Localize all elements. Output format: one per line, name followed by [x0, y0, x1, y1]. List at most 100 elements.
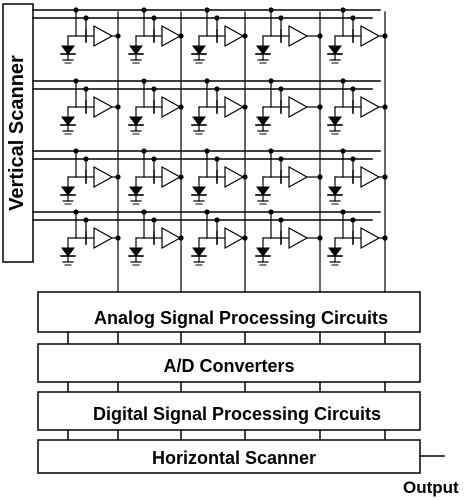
transistor-icon [143, 219, 163, 245]
amplifier-icon [161, 95, 184, 119]
column-junction-dot [242, 104, 248, 110]
photodiode-icon [60, 176, 76, 205]
pixel-cell [255, 209, 323, 266]
transistor-icon [143, 158, 163, 184]
photodiode-icon [255, 176, 271, 205]
amplifier-icon [93, 226, 121, 250]
column-junction-dot [115, 174, 121, 180]
diode-triangle [129, 116, 143, 126]
amplifier-triangle [161, 24, 182, 48]
transistor-icon [143, 17, 163, 43]
pixel-cell [128, 148, 184, 205]
amplifier-icon [161, 226, 184, 250]
transistor-icon [342, 88, 362, 114]
amplifier-icon [288, 24, 323, 48]
transistor-icon [342, 17, 362, 43]
diode-triangle [256, 45, 270, 55]
amplifier-icon [161, 24, 184, 48]
pixel-cell [191, 7, 248, 64]
transistor-icon [270, 219, 290, 245]
photodiode-icon [191, 237, 207, 266]
output-label: Output [403, 478, 459, 497]
column-junction-dot [115, 33, 121, 39]
pixel-cell [191, 148, 248, 205]
amplifier-icon [224, 226, 248, 250]
column-junction-dot [317, 104, 323, 110]
amplifier-triangle [161, 165, 182, 189]
amplifier-triangle [288, 226, 309, 250]
amplifier-icon [93, 95, 121, 119]
pixel-cell [60, 7, 121, 64]
diode-triangle [328, 45, 342, 55]
amplifier-icon [93, 165, 121, 189]
transistor-icon [206, 158, 226, 184]
amplifier-triangle [288, 165, 309, 189]
column-junction-dot [317, 174, 323, 180]
diode-triangle [256, 186, 270, 196]
analog-signal-processing-label: Analog Signal Processing Circuits [94, 308, 388, 328]
photodiode-icon [255, 237, 271, 266]
horizontal-scanner-label: Horizontal Scanner [152, 448, 316, 468]
photodiode-icon [255, 106, 271, 135]
analog-signal-processing-block: Analog Signal Processing Circuits [37, 291, 421, 333]
digital-signal-processing-label: Digital Signal Processing Circuits [93, 404, 381, 424]
diode-triangle [328, 247, 342, 257]
amplifier-triangle [224, 226, 245, 250]
amplifier-icon [360, 95, 388, 119]
column-junction-dot [178, 104, 184, 110]
column-junction-dot [382, 33, 388, 39]
diode-triangle [129, 247, 143, 257]
column-junction-dot [382, 174, 388, 180]
analog-to-ad-bus [67, 331, 386, 345]
ad-converters-block: A/D Converters [37, 343, 421, 383]
column-junction-dot [115, 235, 121, 241]
pixel-cell [60, 78, 121, 135]
pixel-array [32, 7, 388, 293]
transistor-icon [206, 17, 226, 43]
amplifier-icon [161, 165, 184, 189]
amplifier-triangle [288, 95, 309, 119]
pixel-cell [255, 78, 323, 135]
diode-triangle [129, 45, 143, 55]
transistor-icon [75, 219, 95, 245]
amplifier-icon [93, 24, 121, 48]
column-junction-dot [242, 33, 248, 39]
amplifier-triangle [93, 95, 114, 119]
diode-triangle [256, 247, 270, 257]
pixel-cell [327, 148, 388, 205]
digital-signal-processing-block: Digital Signal Processing Circuits [37, 391, 421, 431]
transistor-icon [270, 17, 290, 43]
column-junction-dot [317, 33, 323, 39]
analog-signal-processing-box [37, 291, 421, 333]
amplifier-triangle [288, 24, 309, 48]
photodiode-icon [60, 237, 76, 266]
pixel-cell [191, 78, 248, 135]
photodiode-icon [60, 106, 76, 135]
transistor-icon [342, 219, 362, 245]
transistor-icon [342, 158, 362, 184]
amplifier-triangle [360, 226, 381, 250]
amplifier-triangle [224, 24, 245, 48]
output: Output [403, 455, 459, 497]
diode-triangle [61, 186, 75, 196]
amplifier-icon [288, 165, 323, 189]
ad-converters-box [37, 343, 421, 383]
photodiode-icon [60, 35, 76, 64]
diode-triangle [192, 186, 206, 196]
column-junction-dot [242, 235, 248, 241]
diode-triangle [61, 116, 75, 126]
pixel-cell [327, 78, 388, 135]
digital-to-horizontal-bus [67, 429, 386, 441]
amplifier-triangle [224, 165, 245, 189]
amplifier-triangle [224, 95, 245, 119]
diode-triangle [328, 186, 342, 196]
amplifier-icon [224, 165, 248, 189]
amplifier-triangle [161, 226, 182, 250]
photodiode-icon [128, 35, 144, 64]
amplifier-icon [360, 24, 388, 48]
amplifier-triangle [360, 95, 381, 119]
amplifier-triangle [360, 165, 381, 189]
amplifier-icon [360, 165, 388, 189]
pixel-cell [128, 78, 184, 135]
